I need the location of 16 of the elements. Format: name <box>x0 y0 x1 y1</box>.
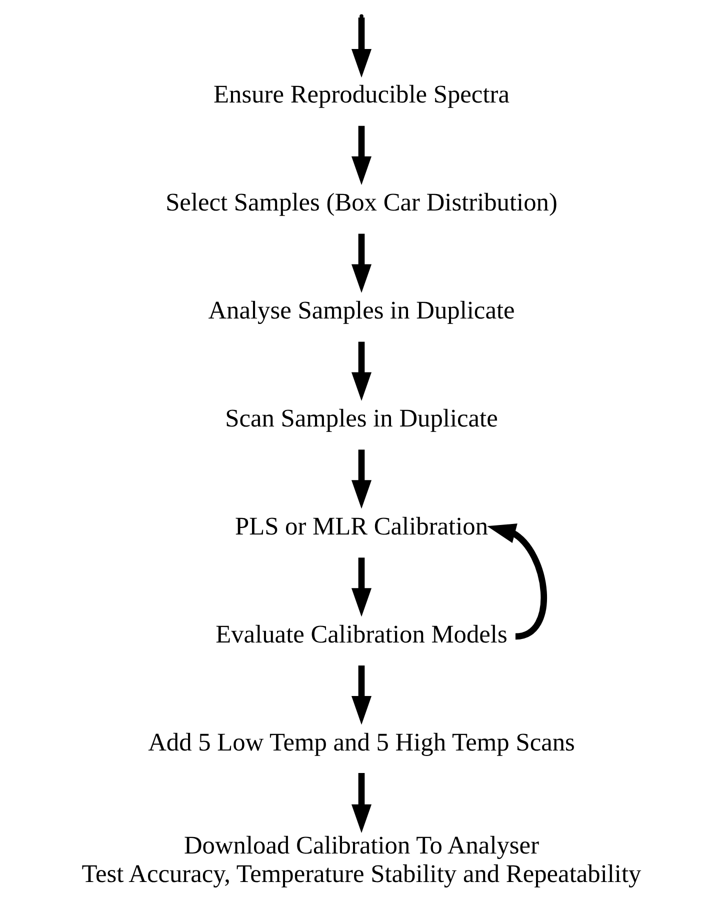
arrow <box>350 666 372 725</box>
node-text: Add 5 Low Temp and 5 High Temp Scans <box>148 728 574 756</box>
node-text: Download Calibration To Analyser Test Accuracy, Temperature Stability and Repeatability <box>81 832 641 888</box>
arrow <box>350 558 372 617</box>
arrow <box>350 126 372 185</box>
node-text: Scan Samples in Duplicate <box>224 404 498 433</box>
arrow <box>350 18 372 78</box>
arrow <box>350 450 372 509</box>
arrow <box>350 773 372 834</box>
node-text: Evaluate Calibration Models <box>215 620 507 648</box>
node-text: Analyse Samples in Duplicate <box>208 296 514 325</box>
arrow <box>350 342 372 401</box>
arrow <box>350 234 372 293</box>
node-text: Ensure Reproducible Spectra <box>213 80 509 109</box>
node-text: PLS or MLR Calibration <box>234 512 488 541</box>
node-text: Select Samples (Box Car Distribution) <box>165 188 557 217</box>
